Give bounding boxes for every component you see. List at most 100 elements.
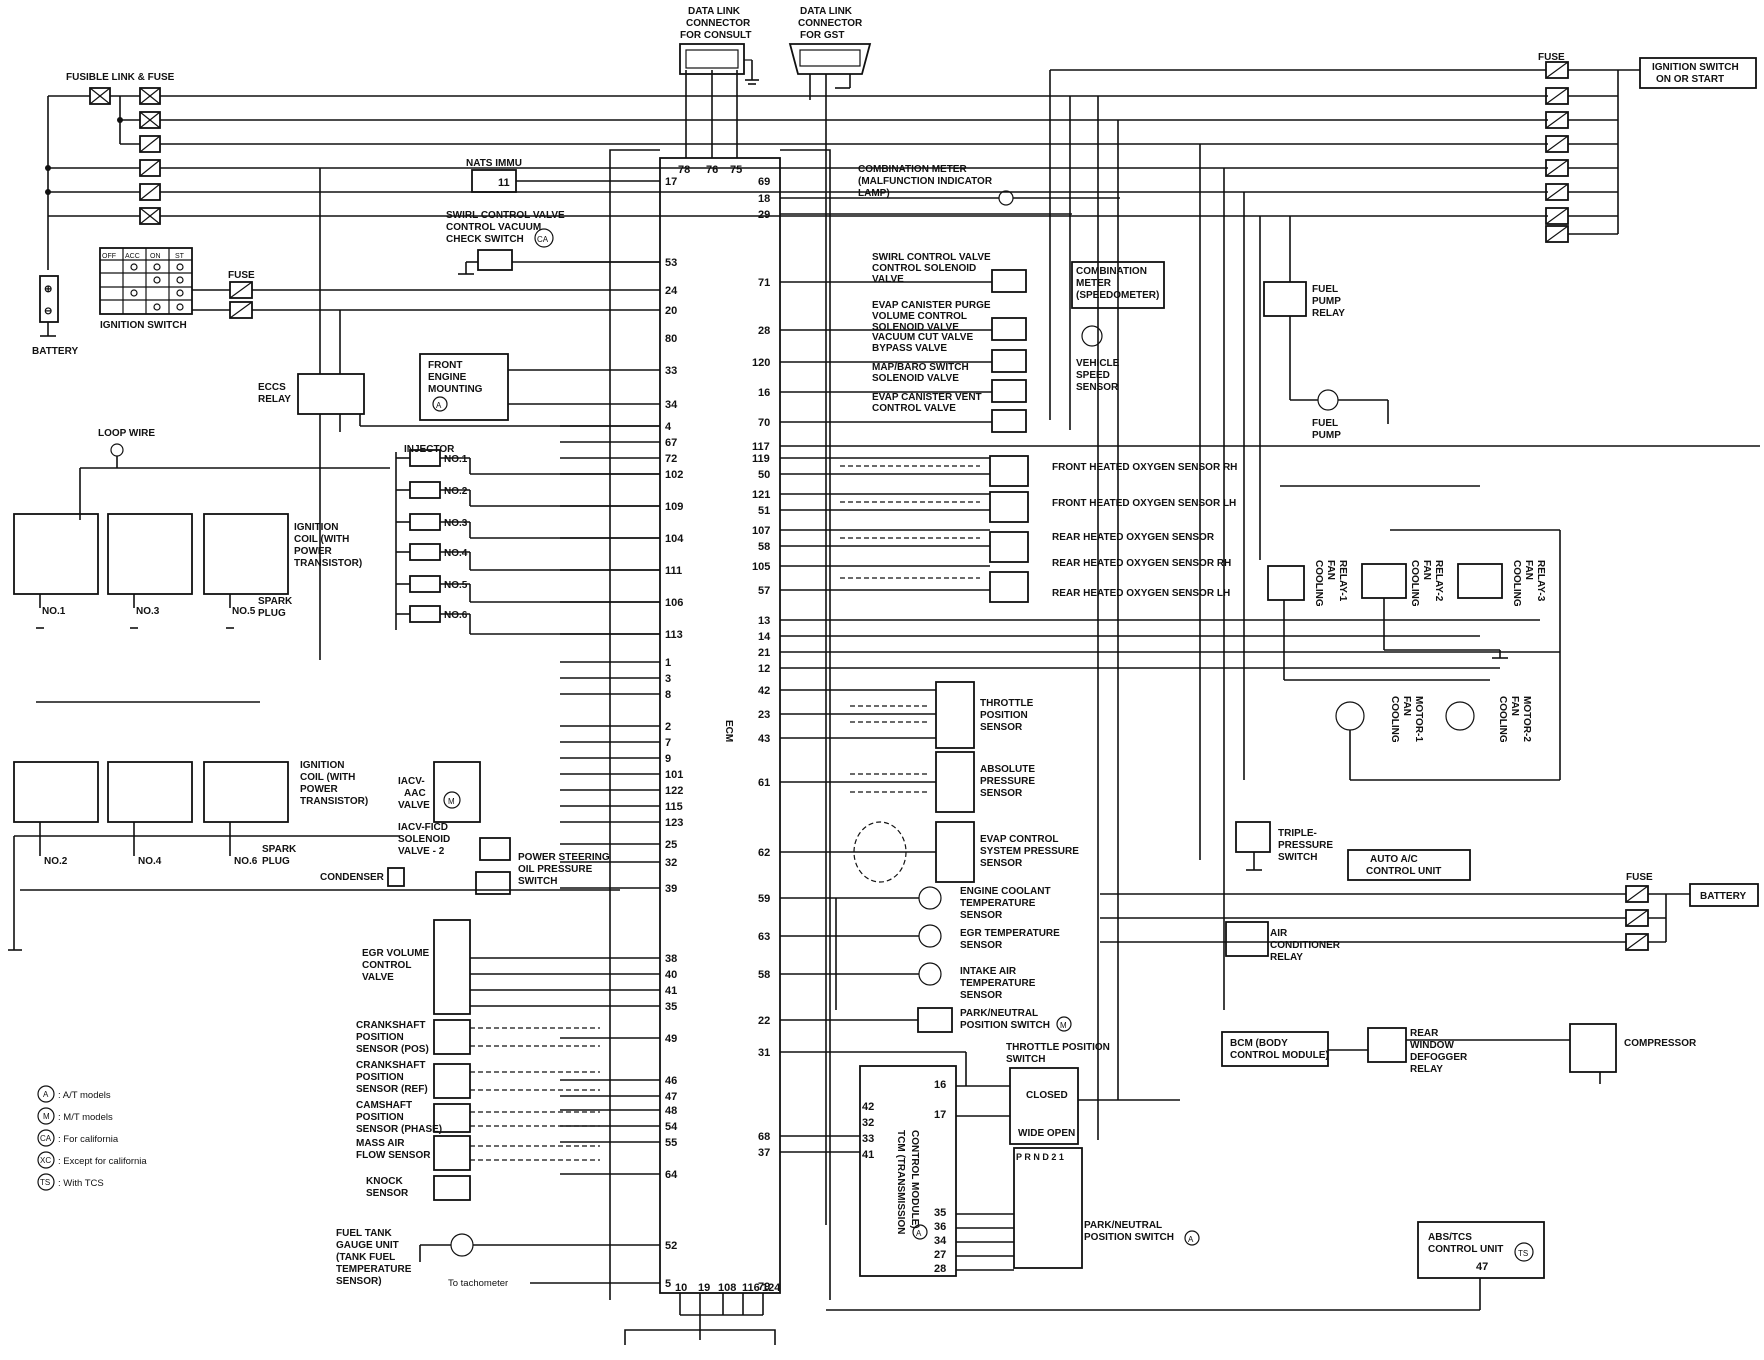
- svg-text:TRANSISTOR): TRANSISTOR): [300, 796, 368, 807]
- eccs-relay: ECCS RELAY: [258, 168, 660, 660]
- svg-text:P R N D 2 1: P R N D 2 1: [1016, 1152, 1064, 1162]
- svg-text:OIL PRESSURE: OIL PRESSURE: [518, 864, 593, 875]
- svg-text:DATA LINK: DATA LINK: [800, 6, 853, 17]
- svg-text:COMBINATION METER: COMBINATION METER: [858, 164, 967, 175]
- ecm-right-pin: 42: [758, 685, 770, 697]
- svg-text:COIL (with: COIL (with: [294, 534, 349, 545]
- svg-text:(MALFUNCTION INDICATOR: (MALFUNCTION INDICATOR: [858, 176, 993, 187]
- svg-text:POSITION: POSITION: [356, 1072, 404, 1083]
- ecm-right-pin: 63: [758, 931, 770, 943]
- ignition-on-fuses: FUSE IGNITION SWITCH ON or START: [1049, 52, 1757, 430]
- svg-text:SENSOR: SENSOR: [980, 788, 1023, 799]
- ecm-right-pin: 121: [752, 489, 770, 501]
- ecm-left-pin: 7: [665, 737, 671, 749]
- ecm-left-pin: 32: [665, 857, 677, 869]
- ecm-right-pin: 23: [758, 709, 770, 721]
- ecm-right-pin: 43: [758, 733, 770, 745]
- svg-text:FOR CONSULT: FOR CONSULT: [680, 30, 751, 41]
- front-engine-mounting: FRONT ENGINE MOUNTING A: [419, 353, 660, 421]
- ecm-right-pin: 57: [758, 585, 770, 597]
- svg-text:CONTROL MODULE): CONTROL MODULE): [1230, 1050, 1329, 1061]
- svg-text:RELAY: RELAY: [1270, 952, 1303, 963]
- svg-text:TS: TS: [1518, 1249, 1528, 1258]
- svg-text:COOLING: COOLING: [1511, 560, 1522, 607]
- svg-text:A: A: [436, 401, 442, 410]
- ecm-left-pin: 8: [665, 689, 671, 701]
- ecm-right-pin: 12: [758, 663, 770, 675]
- solenoid-label: VALVE: [872, 274, 904, 285]
- svg-text:TEMPERATURE: TEMPERATURE: [960, 898, 1036, 909]
- ecm-left-pin: 64: [665, 1169, 678, 1181]
- svg-text:BCM (BODY: BCM (BODY: [1230, 1038, 1288, 1049]
- ecm-left-pin: 25: [665, 839, 677, 851]
- injector-label: No.1: [444, 454, 468, 465]
- ecm-right-pin: 13: [758, 615, 770, 627]
- injector-label: No.6: [444, 610, 468, 621]
- ecm-left-pin: 101: [665, 769, 683, 781]
- svg-text:33: 33: [862, 1133, 874, 1145]
- svg-text:OFF: OFF: [102, 253, 116, 260]
- nats-immu: NATS IMMU 11: [466, 158, 660, 193]
- svg-text:A: A: [916, 1229, 922, 1238]
- ecm-right-pin: 37: [758, 1147, 770, 1159]
- ecm-left-pin: 55: [665, 1137, 677, 1149]
- svg-text:MASS AIR: MASS AIR: [356, 1138, 405, 1149]
- ecm-pin-116: 116: [742, 1282, 760, 1294]
- svg-text:RELAY: RELAY: [1410, 1064, 1443, 1075]
- injector: No.6: [396, 605, 660, 635]
- solenoid-label: CONTROL SOLENOID: [872, 263, 976, 274]
- svg-text:SENSOR: SENSOR: [980, 722, 1023, 733]
- svg-text:47: 47: [1476, 1261, 1488, 1273]
- fusible-link-block: FUSIBLE LINK & FUSE: [45, 72, 1548, 270]
- ecm-pin-10: 10: [675, 1282, 687, 1294]
- bcm: BCM (BODY CONTROL MODULE): [1221, 1031, 1329, 1067]
- svg-text:PLUG: PLUG: [258, 608, 286, 619]
- ignition-switch: OFF ACC ON ST IGNITION SWITCH FUSE: [99, 247, 660, 331]
- ecm-left-pin: 5: [665, 1278, 671, 1290]
- svg-text:DEFOGGER: DEFOGGER: [1410, 1052, 1468, 1063]
- ecm-left-pin: 109: [665, 501, 683, 513]
- svg-text:LOOP WIRE: LOOP WIRE: [98, 428, 155, 439]
- svg-text:POSITION: POSITION: [356, 1032, 404, 1043]
- ecm-right-pin: 16: [758, 387, 770, 399]
- svg-text:⊖: ⊖: [44, 306, 52, 317]
- svg-text:PLUG: PLUG: [262, 856, 290, 867]
- svg-text:M: M: [43, 1112, 50, 1121]
- oxygen-sensor: FRONT HEATED OXYGEN SENSOR LH: [989, 491, 1236, 523]
- svg-text:AIR: AIR: [1270, 928, 1288, 939]
- ac-relay: AIR CONDITIONER RELAY: [1225, 921, 1341, 963]
- svg-text:SYSTEM PRESSURE: SYSTEM PRESSURE: [980, 846, 1079, 857]
- ecm-bottom-pins: 10 19 108 116 124: [624, 1282, 781, 1345]
- ecm-left-pin: 111: [665, 565, 682, 577]
- ecm-left-pin: 4: [665, 421, 672, 433]
- svg-text:THROTTLE: THROTTLE: [980, 698, 1034, 709]
- ecm-pin-78: 78: [678, 164, 690, 176]
- ecm-pin-124: 124: [762, 1282, 781, 1294]
- svg-text:ON or START: ON or START: [1656, 74, 1724, 85]
- svg-text:28: 28: [934, 1263, 946, 1275]
- ecm-left-pin: 9: [665, 753, 671, 765]
- svg-text:SENSOR): SENSOR): [336, 1276, 382, 1287]
- svg-text:TEMPERATURE: TEMPERATURE: [336, 1264, 412, 1275]
- ecm-pin-76: 76: [706, 164, 718, 176]
- svg-text:COMBINATION: COMBINATION: [1076, 266, 1147, 277]
- ecm-left-pin: 47: [665, 1091, 677, 1103]
- ecm-left-pin: 53: [665, 257, 677, 269]
- injector-label: No.5: [444, 580, 468, 591]
- ecm-right-pin: 29: [758, 209, 770, 221]
- svg-text:CONDENSER: CONDENSER: [320, 872, 385, 883]
- ecm-left-pin: 41: [665, 985, 677, 997]
- svg-text:FRONT: FRONT: [428, 360, 462, 371]
- svg-text:POWER: POWER: [300, 784, 339, 795]
- legend-text: : M/T models: [58, 1112, 113, 1123]
- ecm-left-pin: 113: [665, 629, 683, 641]
- svg-text:SWITCH: SWITCH: [518, 876, 557, 887]
- ecm-pin-75: 75: [730, 164, 742, 176]
- injectors: INJECTOR No.1No.2No.3No.4No.5No.6: [395, 444, 660, 635]
- ecm-left-pin: 34: [665, 399, 678, 411]
- svg-text:IGNITION SWITCH: IGNITION SWITCH: [1652, 62, 1739, 73]
- svg-text:PARK/NEUTRAL: PARK/NEUTRAL: [960, 1008, 1038, 1019]
- ecm-left-pin: 104: [665, 533, 684, 545]
